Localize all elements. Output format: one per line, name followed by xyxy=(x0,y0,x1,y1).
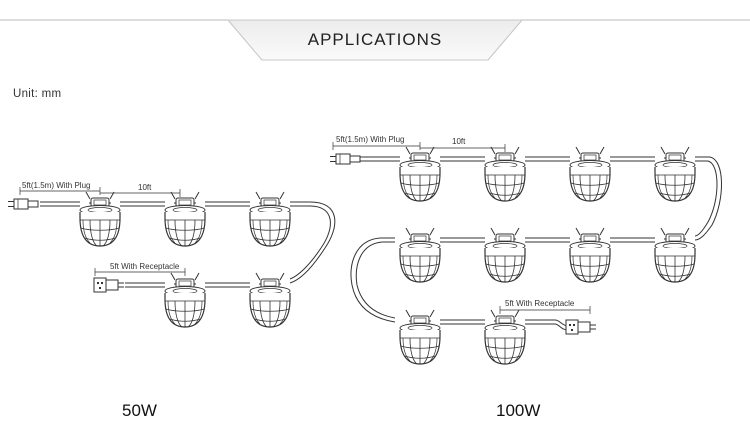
lamp-fixture-icon xyxy=(399,227,441,283)
lamp-fixture-icon xyxy=(249,272,291,328)
receptacle-cable-label: 5ft With Receptacle xyxy=(505,299,575,308)
lamp-fixture-icon xyxy=(399,309,441,365)
lamp-fixture-icon xyxy=(569,227,611,283)
lamp-fixture-icon xyxy=(249,191,291,247)
plug-cable-label: 5ft(1.5m) With Plug xyxy=(336,135,405,144)
lamp-fixture-icon xyxy=(654,227,696,283)
lamp-fixture-icon xyxy=(654,146,696,202)
plug-cable-label: 5ft(1.5m) With Plug xyxy=(22,181,91,190)
lamp-fixture-icon xyxy=(484,227,526,283)
lamp-fixture-icon xyxy=(164,191,206,247)
spacing-label: 10ft xyxy=(138,183,152,192)
lamp-fixture-icon xyxy=(484,146,526,202)
caption-100w: 100W xyxy=(496,401,541,420)
header-banner xyxy=(0,19,750,61)
receptacle-cable-label: 5ft With Receptacle xyxy=(110,262,180,271)
caption-50w: 50W xyxy=(122,401,157,420)
diagram-100w xyxy=(332,142,722,331)
plug-icon xyxy=(329,153,361,165)
page-title: APPLICATIONS xyxy=(307,30,443,49)
lamp-fixture-icon xyxy=(569,146,611,202)
spacing-label: 10ft xyxy=(452,137,466,146)
lamp-fixture-icon xyxy=(79,191,121,247)
unit-label: Unit: mm xyxy=(13,88,62,100)
diagram-50w xyxy=(19,187,336,288)
receptacle-icon xyxy=(93,277,125,293)
plug-icon xyxy=(7,198,39,210)
receptacle-icon xyxy=(565,319,597,335)
lamp-fixture-icon xyxy=(399,146,441,202)
lamp-fixture-icon xyxy=(484,309,526,365)
lamp-fixture-icon xyxy=(164,272,206,328)
